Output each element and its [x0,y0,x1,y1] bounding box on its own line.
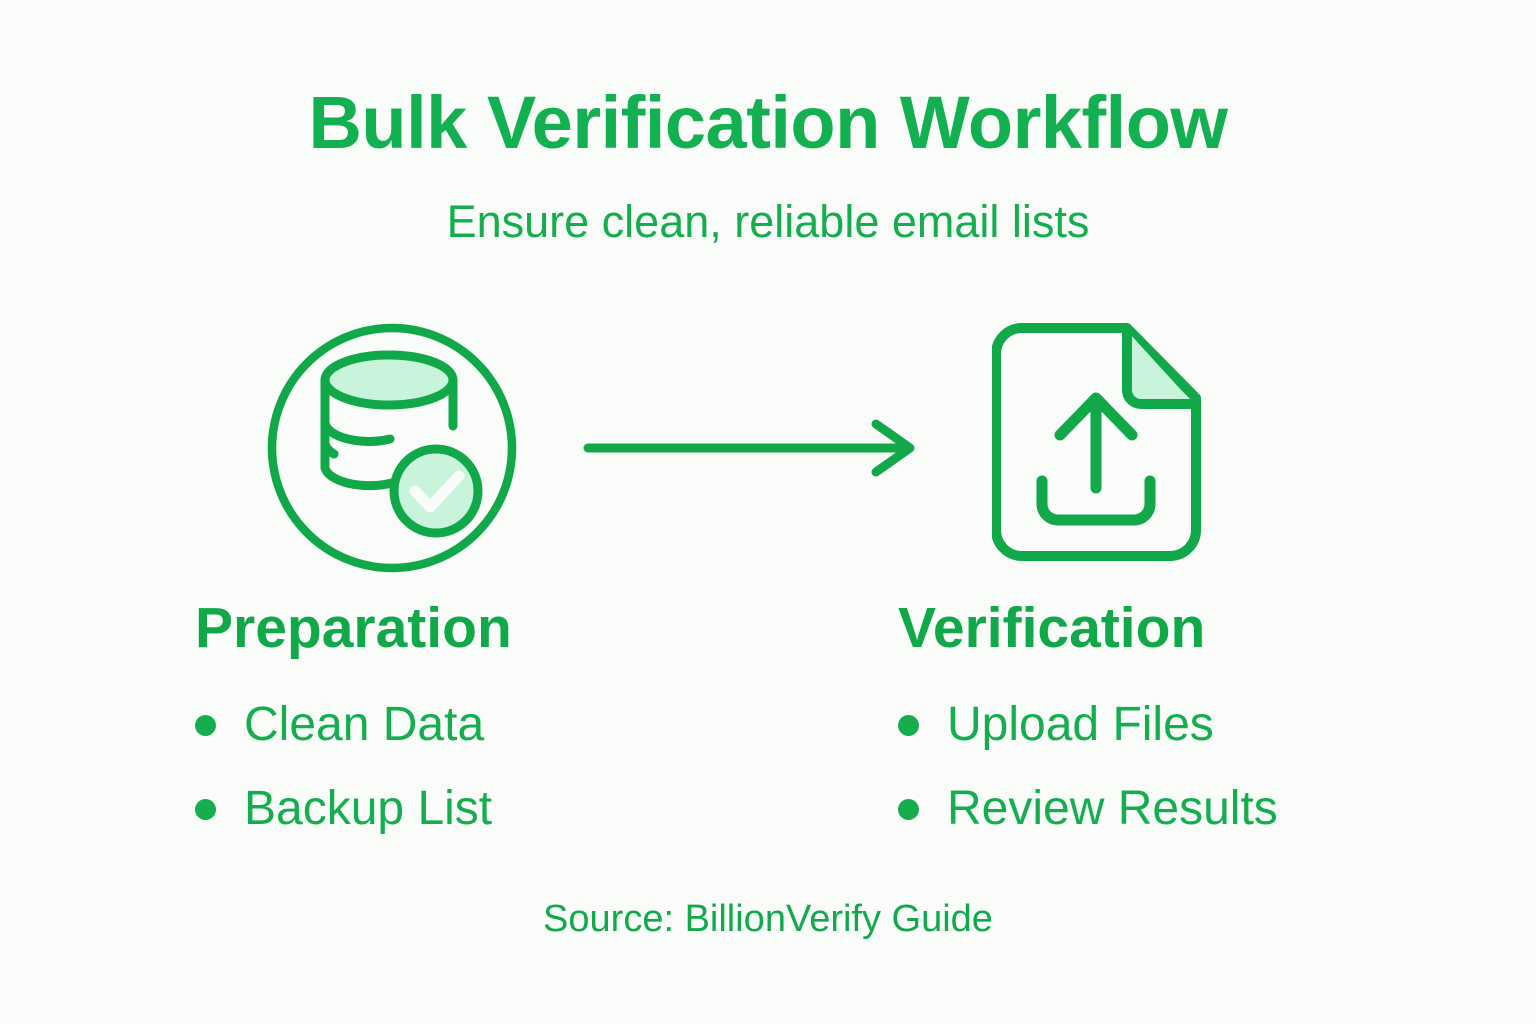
list-item: Backup List [195,785,625,833]
bullet-list-preparation: Clean Data Backup List [195,701,625,833]
list-item: Upload Files [898,701,1368,749]
step-heading-preparation: Preparation [195,596,512,660]
bullet-label: Backup List [244,782,493,835]
upload-arrow-head [1054,392,1138,441]
bullet-list-verification: Upload Files Review Results [898,701,1368,833]
folded-corner-fill [1130,334,1192,402]
bullet-dot-icon [195,714,216,736]
document-outline [991,323,1201,561]
step-heading-verification: Verification [898,596,1206,660]
file-upload-icon [991,318,1216,570]
arrow-head [871,419,915,477]
list-item: Clean Data [195,701,625,749]
list-item: Review Results [898,785,1368,833]
check-badge-circle [389,444,483,538]
source-attribution: Source: BillionVerify Guide [543,898,993,940]
page-subtitle: Ensure clean, reliable email lists [446,196,1090,247]
cylinder-band-upper [320,375,395,446]
arrow-right-icon [580,412,924,484]
bullet-label: Clean Data [244,698,485,751]
folded-corner-edge [1122,325,1201,409]
step-verification: Verification Upload Files Review Results [898,600,1368,869]
upload-tray [1036,475,1156,526]
bullet-dot-icon [898,714,919,736]
bullet-dot-icon [195,798,216,820]
icon-outer-ring [267,323,517,573]
bullet-dot-icon [898,798,919,820]
step-preparation: Preparation Clean Data Backup List [195,600,625,869]
bullet-label: Review Results [947,782,1278,835]
check-mark-icon [409,470,465,513]
database-check-icon [262,318,522,578]
cylinder-top-disc [320,350,458,410]
cylinder-band-lower [320,423,397,491]
bullet-label: Upload Files [947,698,1214,751]
page-title: Bulk Verification Workflow [308,81,1228,164]
